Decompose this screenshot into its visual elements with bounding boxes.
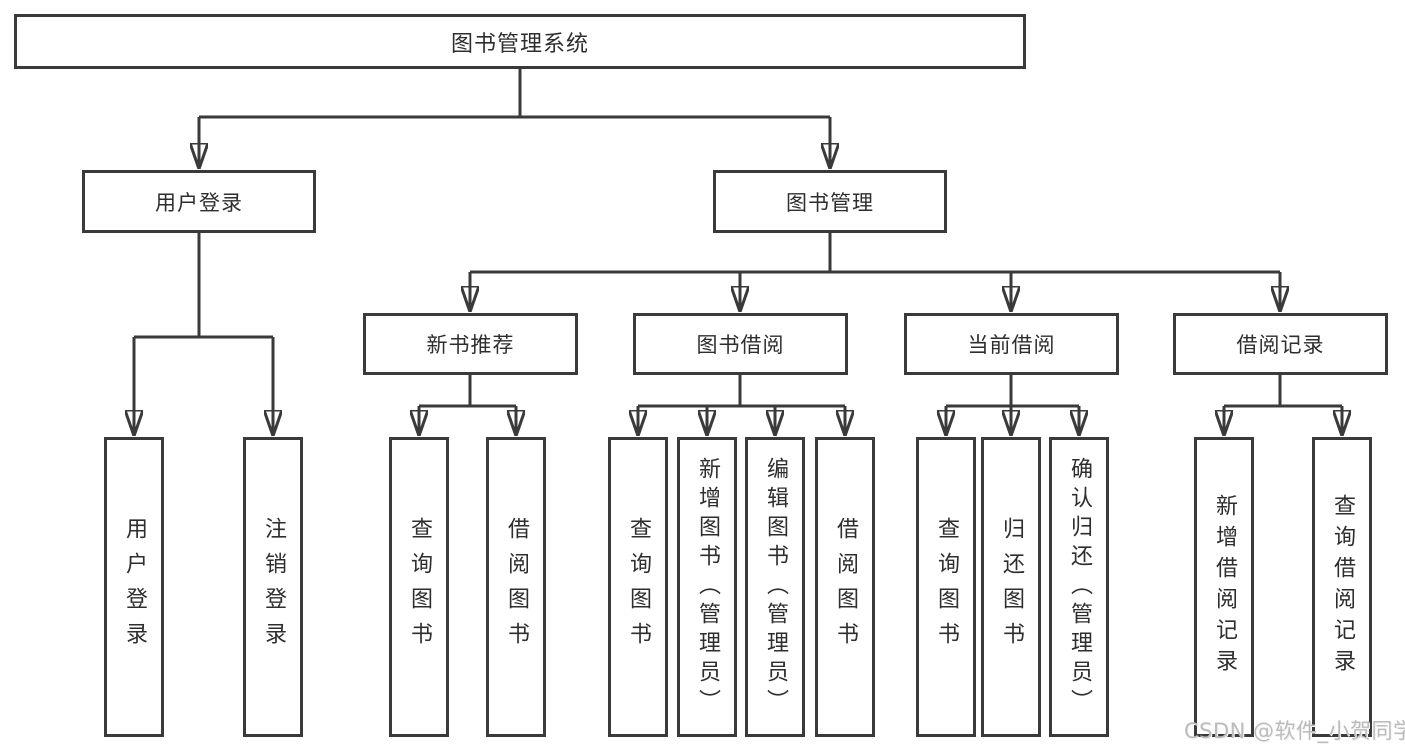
node-borrow-records: 借阅记录 [1173,313,1388,375]
leaf-bb-add-books-admin: 新增图书（管理员） [677,437,737,737]
leaf-bb-edit-books-admin: 编辑图书（管理员） [745,437,805,737]
leaf-cb-return-books: 归还图书 [981,437,1041,737]
node-root-system: 图书管理系统 [14,14,1026,69]
node-new-book-recommend: 新书推荐 [363,313,578,375]
leaf-cb-confirm-return-admin: 确认归还（管理员） [1049,437,1109,737]
trunk-user-login [134,233,273,339]
leaf-nbr-query-books: 查询图书 [389,437,449,737]
trunk-new-book-recommend [419,375,516,408]
node-user-login: 用户登录 [82,170,316,233]
node-book-borrow: 图书借阅 [633,313,848,375]
leaf-user-login: 用户登录 [104,437,164,737]
leaf-cb-query-books: 查询图书 [916,437,976,737]
trunk-book-management [470,233,1280,274]
trunk-current-borrow [946,375,1079,408]
watermark: CSDN @软件_小贺同学 [1184,719,1405,743]
node-book-management: 图书管理 [713,170,947,233]
leaf-logout: 注销登录 [243,437,303,737]
trunk-book-borrow [638,375,845,408]
node-current-borrow: 当前借阅 [904,313,1119,375]
leaf-br-add-record: 新增借阅记录 [1194,437,1254,737]
leaf-nbr-borrow-books: 借阅图书 [486,437,546,737]
trunk-root [199,69,830,119]
leaf-bb-query-books: 查询图书 [608,437,668,737]
leaf-bb-borrow-books: 借阅图书 [815,437,875,737]
leaf-br-query-record: 查询借阅记录 [1312,437,1372,737]
trunk-borrow-records [1224,375,1342,408]
